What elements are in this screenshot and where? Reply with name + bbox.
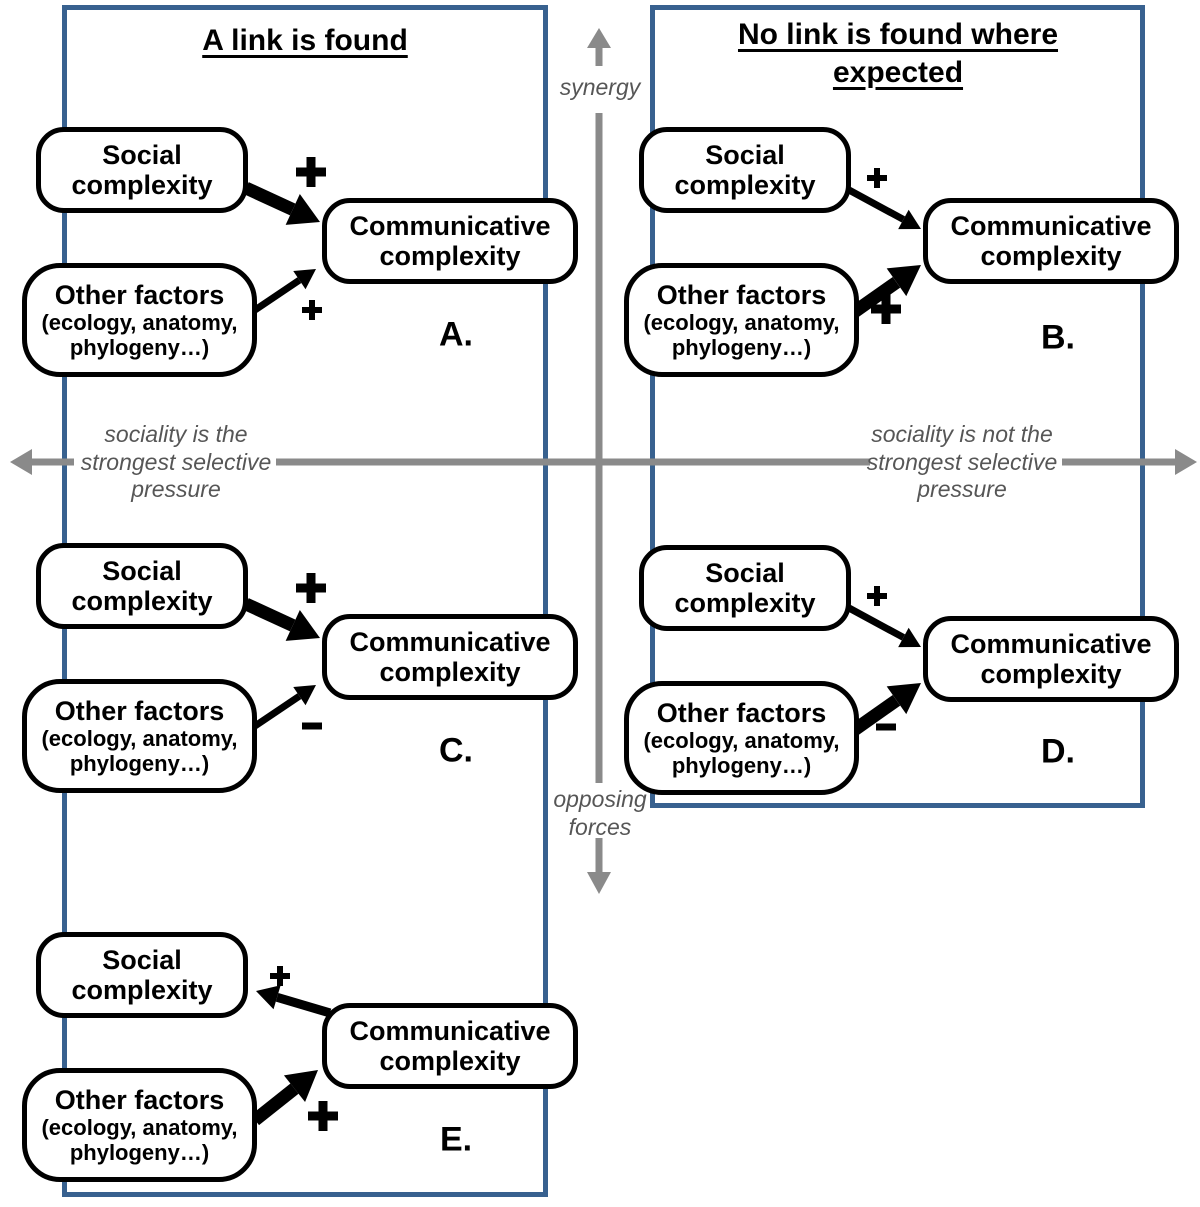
scenario-A-other-factors-sub1: (ecology, anatomy,: [41, 310, 238, 336]
axis-right-arrow: [1062, 449, 1197, 475]
scenario-C-social-complexity-box: Social complexity: [36, 543, 248, 629]
scenario-B-other-factors-sub2: phylogeny…): [671, 334, 812, 360]
scenario-C-social-sign-bar-v: [306, 573, 316, 603]
scenario-D-other-factors-sub2: phylogeny…): [671, 752, 812, 778]
scenario-C-other-sign: [302, 722, 322, 730]
panel-no-link-found: [650, 5, 1145, 808]
scenario-D-communicative-complexity-box: Communicative complexity: [923, 616, 1179, 702]
scenario-D-other-factors-title: Other factors: [656, 698, 827, 729]
scenario-E-label: E.: [439, 1120, 473, 1159]
scenario-A-other-sign: [302, 300, 322, 320]
scenario-E-other-sign: [308, 1101, 338, 1131]
scenario-D-social-arrow: [847, 604, 921, 648]
scenario-D-other-factors-box: Other factors(ecology, anatomy,phylogeny…: [624, 681, 859, 795]
scenario-D-social-sign: [867, 586, 887, 606]
scenario-A-other-sign-bar-v: [309, 300, 315, 320]
scenario-A-social-sign-bar-v: [306, 157, 316, 187]
scenario-D-other-factors-sub1: (ecology, anatomy,: [643, 728, 840, 754]
scenario-E-communicative-complexity-box: Communicative complexity: [322, 1003, 578, 1089]
scenario-C-other-factors-title: Other factors: [54, 696, 225, 727]
axis-label-synergy: synergy: [559, 74, 641, 100]
scenario-B-social-sign: [867, 168, 887, 188]
scenario-B-label: B.: [1041, 318, 1075, 357]
left-panel-title: A link is found: [202, 24, 408, 57]
scenario-A-social-arrow: [243, 182, 320, 225]
scenario-B-communicative-complexity-box: Communicative complexity: [923, 198, 1179, 284]
scenario-A-social-sign: [296, 157, 326, 187]
scenario-E-other-arrow: [250, 1070, 318, 1126]
scenario-D-social-sign-bar-v: [874, 586, 880, 606]
scenario-E-other-factors-sub2: phylogeny…): [69, 1139, 210, 1165]
scenario-D-social-complexity-box: Social complexity: [639, 545, 851, 631]
axis-up-arrow: [587, 28, 611, 66]
scenario-A-social-complexity-box: Social complexity: [36, 127, 248, 213]
axis-label-sociality-strongest: sociality is the strongest selective pre…: [80, 421, 272, 503]
scenario-B-other-factors-sub1: (ecology, anatomy,: [643, 310, 840, 336]
scenario-A-other-factors-title: Other factors: [54, 280, 225, 311]
scenario-A-communicative-complexity-box: Communicative complexity: [322, 198, 578, 284]
scenario-C-communicative-complexity-box: Communicative complexity: [322, 614, 578, 700]
scenario-B-other-factors-title: Other factors: [656, 280, 827, 311]
scenario-E-other-sign-bar-v: [318, 1101, 328, 1131]
scenario-C-other-factors-sub2: phylogeny…): [69, 750, 210, 776]
scenario-B-social-complexity-box: Social complexity: [639, 127, 851, 213]
scenario-B-social-sign-bar-v: [874, 168, 880, 188]
scenario-C-social-sign: [296, 573, 326, 603]
right-panel-title: No link is found where expected: [737, 18, 1059, 89]
axis-left-arrow: [10, 449, 74, 475]
scenario-C-other-factors-sub1: (ecology, anatomy,: [41, 726, 238, 752]
scenario-E-other-factors-box: Other factors(ecology, anatomy,phylogeny…: [22, 1068, 257, 1182]
axis-label-opposing-forces: opposing forces: [553, 786, 647, 840]
scenario-D-other-sign: [876, 723, 896, 731]
scenario-A-other-factors-sub2: phylogeny…): [69, 334, 210, 360]
scenario-C-other-arrow: [250, 685, 316, 731]
axis-down-arrow: [587, 838, 611, 894]
scenario-A-other-arrow: [250, 269, 316, 315]
scenario-E-social-sign-bar-v: [277, 966, 283, 986]
scenario-E-social-sign: [270, 966, 290, 986]
scenario-E-social-arrow: [256, 985, 332, 1018]
scenario-E-social-complexity-box: Social complexity: [36, 932, 248, 1018]
axis-label-sociality-not-strongest: sociality is not the strongest selective…: [866, 421, 1058, 503]
scenario-D-label: D.: [1041, 732, 1075, 771]
scenario-B-other-factors-box: Other factors(ecology, anatomy,phylogeny…: [624, 263, 859, 377]
scenario-E-other-factors-sub1: (ecology, anatomy,: [41, 1115, 238, 1141]
scenario-C-label: C.: [439, 731, 473, 770]
scenario-B-other-sign-bar-v: [881, 294, 891, 324]
scenario-E-other-factors-title: Other factors: [54, 1085, 225, 1116]
scenario-B-other-sign: [871, 294, 901, 324]
scenario-C-other-factors-box: Other factors(ecology, anatomy,phylogeny…: [22, 679, 257, 793]
scenario-C-social-arrow: [243, 598, 320, 641]
scenario-B-social-arrow: [847, 186, 921, 230]
scenario-A-other-factors-box: Other factors(ecology, anatomy,phylogeny…: [22, 263, 257, 377]
scenario-A-label: A.: [439, 315, 473, 354]
